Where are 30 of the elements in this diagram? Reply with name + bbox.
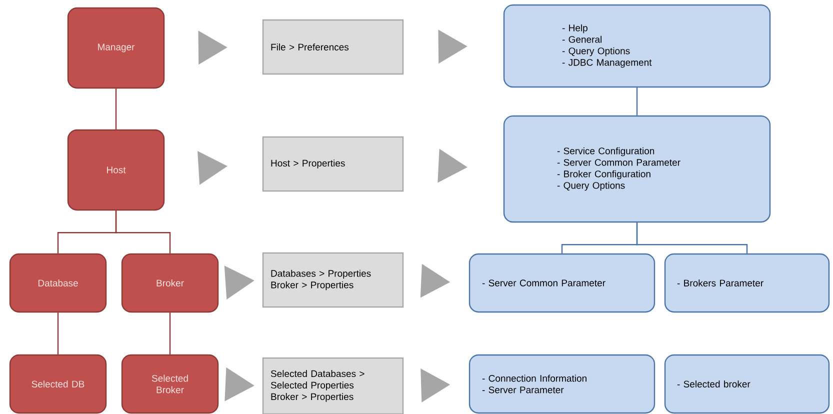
tree-box: Broker [121,253,219,313]
chevron-arrow [198,30,228,65]
connector-line [115,88,117,130]
connector-line [115,210,171,254]
connector-line [169,312,171,354]
tree-box: Selected DB [9,354,107,414]
settings-box: - Service Configuration - Server Common Parameter - Broker Configuration - Query Options [503,115,771,223]
tree-box: Manager [67,7,165,89]
connector-line [636,88,638,116]
tree-box: Database [9,253,107,313]
chevron-arrow [224,266,254,300]
chevron-arrow [420,264,450,298]
settings-box: - Connection Information - Server Parameter [468,354,656,414]
menu-path-box: File > Preferences [262,19,404,75]
settings-box: - Brokers Parameter [664,253,830,313]
settings-box: - Help - General - Query Options - JDBC Management [503,4,771,88]
chevron-arrow [438,148,468,183]
menu-path-box: Selected Databases > Selected Properties Broker > Properties [262,357,404,414]
settings-box: - Server Common Parameter [468,253,656,313]
chevron-arrow [224,367,254,402]
tree-box: Selected Broker [121,354,219,414]
settings-box: - Selected broker [664,354,830,414]
connector-line [636,222,748,254]
chevron-arrow [420,368,450,402]
tree-box: Host [67,129,165,211]
chevron-arrow [438,30,468,64]
menu-path-box: Databases > Properties Broker > Properties [262,252,404,308]
connector-line [57,312,59,354]
chevron-arrow [198,150,228,185]
menu-path-box: Host > Properties [262,136,404,192]
